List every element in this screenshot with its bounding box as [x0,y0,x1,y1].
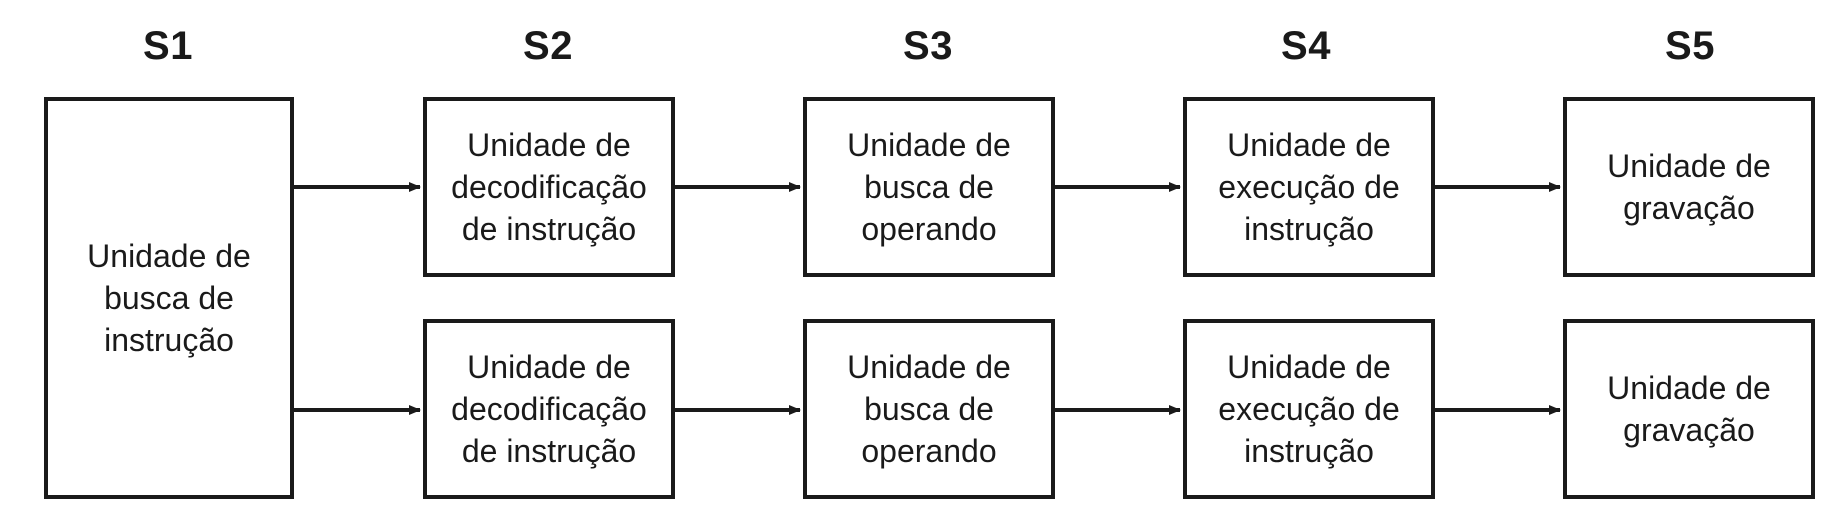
stage-label-s4: S4 [1281,24,1331,68]
operand-unit-label-bottom: Unidade de busca de operando [847,348,1011,470]
stage-label-s1: S1 [143,24,193,68]
fetch-unit-box: Unidade de busca de instrução [44,97,294,499]
decode-unit-box-top: Unidade de decodificação de instrução [423,97,675,277]
operand-unit-box-bottom: Unidade de busca de operando [803,319,1055,499]
fetch-unit-label: Unidade de busca de instrução [87,237,251,359]
write-unit-label-bottom: Unidade de gravação [1607,369,1771,448]
decode-unit-label-top: Unidade de decodificação de instrução [451,126,647,248]
stage-label-s3: S3 [903,24,953,68]
operand-unit-label-top: Unidade de busca de operando [847,126,1011,248]
write-unit-box-bottom: Unidade de gravação [1563,319,1815,499]
write-unit-box-top: Unidade de gravação [1563,97,1815,277]
decode-unit-box-bottom: Unidade de decodificação de instrução [423,319,675,499]
decode-unit-label-bottom: Unidade de decodificação de instrução [451,348,647,470]
operand-unit-box-top: Unidade de busca de operando [803,97,1055,277]
stage-label-s5: S5 [1665,24,1715,68]
write-unit-label-top: Unidade de gravação [1607,147,1771,226]
execute-unit-box-top: Unidade de execução de instrução [1183,97,1435,277]
execute-unit-label-top: Unidade de execução de instrução [1218,126,1400,248]
execute-unit-box-bottom: Unidade de execução de instrução [1183,319,1435,499]
stage-label-s2: S2 [523,24,573,68]
execute-unit-label-bottom: Unidade de execução de instrução [1218,348,1400,470]
